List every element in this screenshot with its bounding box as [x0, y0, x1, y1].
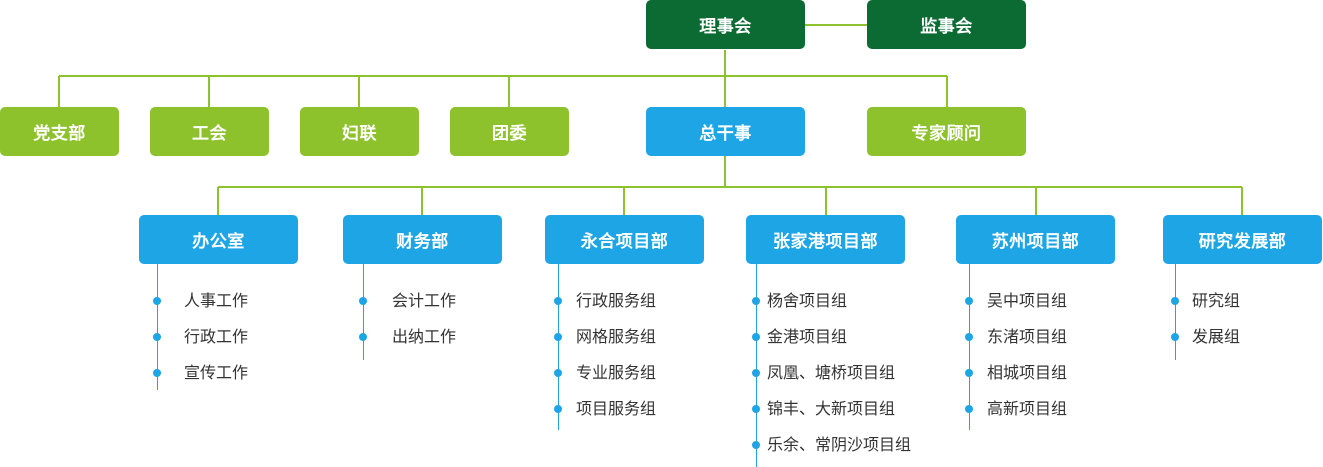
office-items: 人事工作 行政工作 宣传工作 — [153, 283, 248, 391]
bullet-icon — [1171, 333, 1179, 341]
council-box: 理事会 — [646, 0, 805, 49]
finance-items: 会计工作 出纳工作 — [359, 283, 456, 355]
list-item: 金港项目组 — [752, 319, 911, 355]
list-item: 宣传工作 — [153, 355, 248, 391]
office-list-line — [157, 264, 158, 390]
bullet-icon — [153, 369, 161, 377]
bullet-icon — [153, 297, 161, 305]
list-item: 高新项目组 — [965, 391, 1067, 427]
zhangjiagang-list-line — [756, 264, 757, 467]
suzhou-items: 吴中项目组 东渚项目组 相城项目组 高新项目组 — [965, 283, 1067, 427]
zhangjiagang-items: 杨舍项目组 金港项目组 凤凰、塘桥项目组 锦丰、大新项目组 乐余、常阴沙项目组 — [752, 283, 911, 463]
list-item: 研究组 — [1171, 283, 1240, 319]
research-list-line — [1175, 264, 1176, 360]
bullet-icon — [965, 405, 973, 413]
department-finance: 财务部 — [343, 215, 502, 264]
list-item: 发展组 — [1171, 319, 1240, 355]
bullet-icon — [752, 369, 760, 377]
list-item: 锦丰、大新项目组 — [752, 391, 911, 427]
bullet-icon — [153, 333, 161, 341]
party-branch-box: 党支部 — [0, 107, 119, 156]
list-item: 行政工作 — [153, 319, 248, 355]
list-item: 出纳工作 — [359, 319, 456, 355]
list-item: 项目服务组 — [554, 391, 656, 427]
list-item: 相城项目组 — [965, 355, 1067, 391]
list-item: 行政服务组 — [554, 283, 656, 319]
department-zhangjiagang: 张家港项目部 — [746, 215, 905, 264]
list-item: 吴中项目组 — [965, 283, 1067, 319]
list-item: 网格服务组 — [554, 319, 656, 355]
director-general-box: 总干事 — [646, 107, 805, 156]
yonghe-list-line — [558, 264, 559, 430]
suzhou-list-line — [969, 264, 970, 430]
bullet-icon — [752, 405, 760, 413]
bullet-icon — [1171, 297, 1179, 305]
yonghe-items: 行政服务组 网格服务组 专业服务组 项目服务组 — [554, 283, 656, 427]
list-item: 杨舍项目组 — [752, 283, 911, 319]
bullet-icon — [965, 333, 973, 341]
bullet-icon — [554, 369, 562, 377]
department-research: 研究发展部 — [1163, 215, 1322, 264]
list-item: 乐余、常阴沙项目组 — [752, 427, 911, 463]
youth-league-box: 团委 — [450, 107, 569, 156]
bullet-icon — [752, 441, 760, 449]
union-box: 工会 — [150, 107, 269, 156]
department-yonghe: 永合项目部 — [545, 215, 704, 264]
department-office: 办公室 — [139, 215, 298, 264]
supervisors-box: 监事会 — [867, 0, 1026, 49]
bullet-icon — [554, 333, 562, 341]
list-item: 人事工作 — [153, 283, 248, 319]
bullet-icon — [359, 333, 367, 341]
list-item: 凤凰、塘桥项目组 — [752, 355, 911, 391]
bullet-icon — [554, 405, 562, 413]
womens-federation-box: 妇联 — [300, 107, 419, 156]
bullet-icon — [752, 297, 760, 305]
list-item: 东渚项目组 — [965, 319, 1067, 355]
bullet-icon — [965, 297, 973, 305]
research-items: 研究组 发展组 — [1171, 283, 1240, 355]
finance-list-line — [363, 264, 364, 360]
bullet-icon — [554, 297, 562, 305]
bullet-icon — [965, 369, 973, 377]
bullet-icon — [359, 297, 367, 305]
bullet-icon — [752, 333, 760, 341]
department-suzhou: 苏州项目部 — [956, 215, 1115, 264]
list-item: 专业服务组 — [554, 355, 656, 391]
list-item: 会计工作 — [359, 283, 456, 319]
expert-advisors-box: 专家顾问 — [867, 107, 1026, 156]
